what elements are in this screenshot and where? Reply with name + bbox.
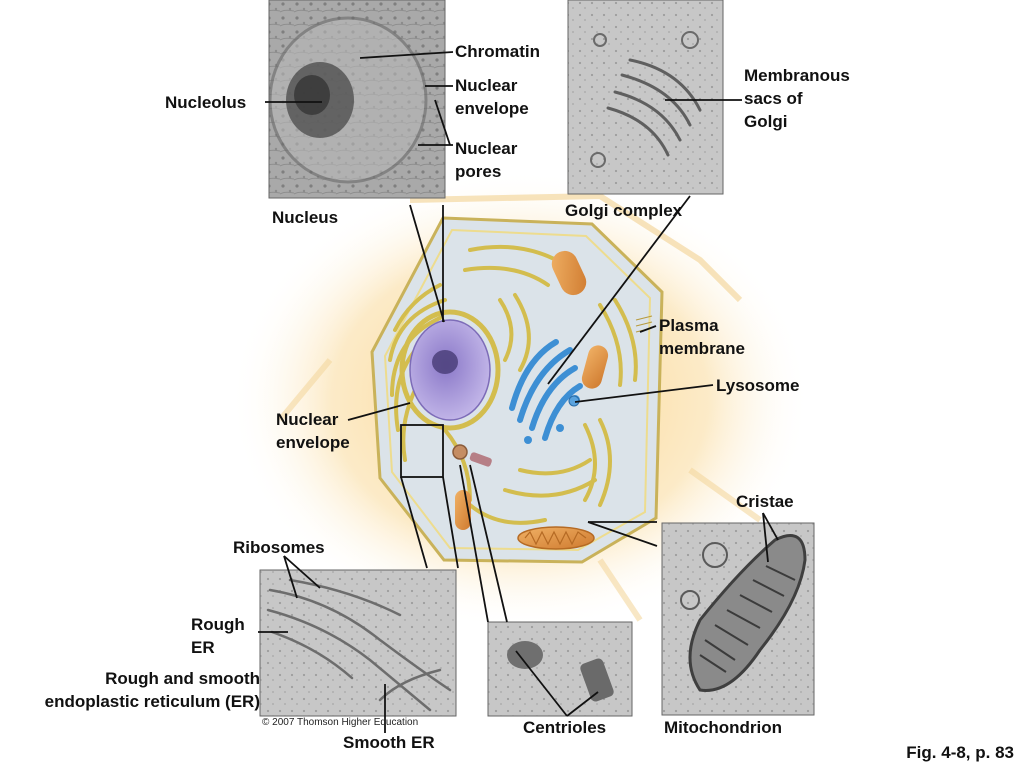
- label-plasma-membrane-line2: membrane: [659, 339, 745, 358]
- centriole-micrograph: [487, 621, 633, 717]
- label-chromatin: Chromatin: [455, 42, 540, 61]
- label-smooth-er: Smooth ER: [343, 733, 435, 752]
- label-nuclear-envelope-mid-line1: Nuclear: [276, 410, 339, 429]
- leader-lines: [258, 51, 779, 733]
- label-nuclear-envelope-mid-line2: envelope: [276, 433, 350, 452]
- golgi-micrograph: [567, 0, 724, 195]
- label-rough-er-line2: ER: [191, 638, 215, 657]
- label-lysosome: Lysosome: [716, 376, 800, 395]
- label-nuclear-pores-line1: Nuclear: [455, 139, 518, 158]
- mitochondrion-micrograph: [661, 522, 815, 716]
- label-nuclear-pores-line2: pores: [455, 162, 502, 181]
- label-golgi-complex: Golgi complex: [565, 201, 683, 220]
- label-nuclear-envelope-top-line2: envelope: [455, 99, 529, 118]
- label-golgi-sacs-line1: Membranous: [744, 66, 850, 85]
- label-nuclear-envelope-top-line1: Nuclear: [455, 76, 518, 95]
- label-cristae: Cristae: [736, 492, 794, 511]
- cell-nucleus: [399, 309, 501, 431]
- figure-reference: Fig. 4-8, p. 83: [906, 743, 1014, 762]
- label-nucleus: Nucleus: [272, 208, 339, 227]
- label-plasma-membrane-line1: Plasma: [659, 316, 719, 335]
- cell-centrioles: [452, 444, 492, 467]
- er-micrograph: [259, 569, 457, 717]
- er-zoom-box: [400, 424, 444, 478]
- label-golgi-sacs-line2: sacs of: [744, 89, 803, 108]
- label-er-caption-line2: endoplastic reticulum (ER): [44, 692, 260, 711]
- label-rough-er-line1: Rough: [191, 615, 245, 634]
- nucleus-micrograph: [268, 0, 446, 199]
- label-mitochondrion: Mitochondrion: [664, 718, 783, 737]
- label-er-caption-line1: Rough and smooth: [105, 669, 260, 688]
- copyright-credit: © 2007 Thomson Higher Education: [262, 717, 419, 728]
- label-ribosomes: Ribosomes: [233, 538, 325, 557]
- label-nucleolus: Nucleolus: [165, 93, 247, 112]
- label-centrioles: Centrioles: [523, 718, 607, 737]
- label-golgi-sacs-line3: Golgi: [744, 112, 788, 131]
